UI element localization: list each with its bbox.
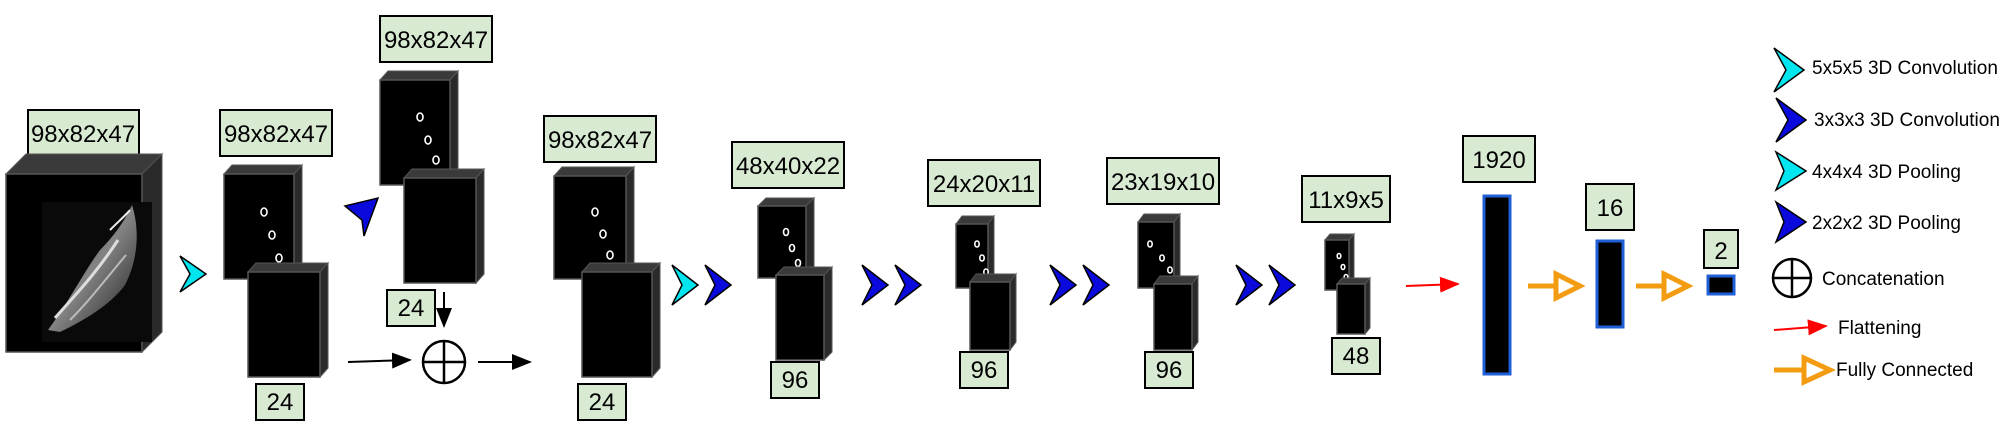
pool2-legend-icon (1774, 200, 1808, 244)
legend-flatten: Flattening (1838, 318, 1921, 339)
block-3-bottom-label: 96 (782, 367, 809, 394)
block-4: 24x20x11 96 (927, 159, 1041, 389)
conv3-arrow-2 (704, 264, 733, 306)
fc-layer-3: 2 (1703, 229, 1739, 296)
block-2-bottom-label: 24 (589, 389, 616, 416)
block-1: 98x82x47 24 (219, 109, 333, 421)
legend-pool2: 2x2x2 3D Pooling (1812, 213, 1961, 234)
branch-block: 98x82x47 24 (378, 15, 493, 327)
block-3: 48x40x22 96 (731, 141, 845, 399)
legend-conv3: 3x3x3 3D Convolution (1814, 110, 2000, 131)
conv3-legend-icon (1775, 97, 1808, 143)
block-6-top-label: 11x9x5 (1308, 187, 1384, 214)
conv3-arrow-5a (1235, 264, 1264, 306)
input-dims-label: 98x82x47 (31, 121, 135, 148)
block-1-bottom-label: 24 (267, 389, 294, 416)
fc-layer-2: 16 (1585, 183, 1635, 329)
block-6-bottom-label: 48 (1343, 343, 1370, 370)
fc-arrow-1 (1528, 269, 1586, 303)
brain-scan-image (42, 202, 152, 342)
block-5: 23x19x10 96 (1106, 157, 1220, 389)
branch-top-label: 98x82x47 (384, 27, 488, 54)
branch-bottom-label: 24 (398, 295, 425, 322)
pool4-legend-icon (1774, 150, 1808, 192)
block-4-bottom-label: 96 (971, 357, 998, 384)
conv3-arrow-3b (894, 264, 923, 306)
concat-legend-icon (1771, 257, 1813, 299)
flatten-arrow (1405, 276, 1460, 293)
legend-conv5: 5x5x5 3D Convolution (1812, 58, 1998, 79)
flatten-legend-icon (1773, 319, 1828, 336)
legend: 5x5x5 3D Convolution 3x3x3 3D Convolutio… (1771, 47, 2000, 386)
legend-fully-connected: Fully Connected (1836, 360, 1973, 381)
fc-layer-1: 1920 (1462, 135, 1536, 376)
conv3-arrow-4b (1082, 264, 1111, 306)
legend-concat: Concatenation (1822, 269, 1945, 290)
block-3-top-label: 48x40x22 (736, 153, 840, 180)
block-2: 98x82x47 24 (543, 115, 662, 421)
fc-legend-icon (1774, 354, 1836, 386)
fc-1-label: 1920 (1472, 147, 1525, 174)
conv5-legend-icon (1773, 47, 1806, 93)
conv3-arrow-branch (343, 196, 380, 237)
legend-pool4: 4x4x4 3D Pooling (1812, 162, 1961, 183)
input-volume: 98x82x47 (4, 109, 164, 354)
block-4-top-label: 24x20x11 (933, 171, 1035, 198)
pool4-arrow (671, 264, 700, 306)
block-5-bottom-label: 96 (1156, 357, 1183, 384)
conv3-arrow-4a (1049, 264, 1078, 306)
block-2-top-label: 98x82x47 (548, 127, 652, 154)
block-1-top-label: 98x82x47 (224, 121, 328, 148)
concatenation-node (421, 339, 467, 385)
block-6: 11x9x5 48 (1301, 175, 1391, 375)
fc-2-label: 16 (1597, 195, 1624, 222)
fc-arrow-2 (1636, 269, 1694, 303)
conv3-arrow-5b (1268, 264, 1297, 306)
block-5-top-label: 23x19x10 (1111, 169, 1215, 196)
conv5-arrow-1 (179, 255, 208, 293)
fc-3-label: 2 (1714, 238, 1727, 265)
conv3-arrow-3a (861, 264, 890, 306)
